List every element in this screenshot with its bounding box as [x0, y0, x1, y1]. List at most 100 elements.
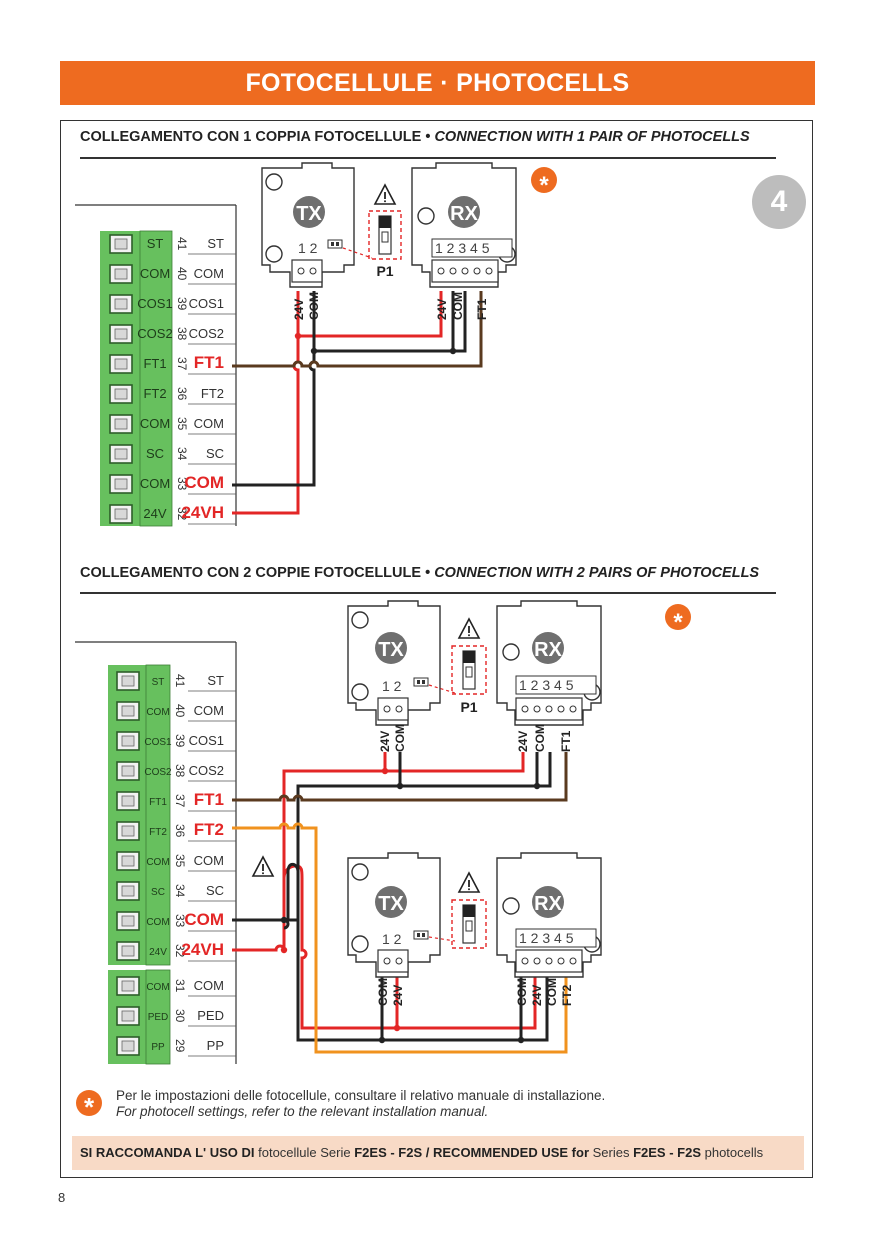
recommendation-bar: SI RACCOMANDA L' USO DI fotocellule Seri… — [72, 1136, 804, 1170]
terminal-number: 33 — [175, 477, 189, 491]
step-badge: 4 — [752, 175, 806, 229]
page-title-banner: FOTOCELLULE · PHOTOCELLS — [60, 61, 815, 105]
star-badge-1: * — [531, 167, 557, 199]
terminal-right-label: COS1 — [189, 296, 224, 311]
s2a-rx-com-label: COM — [533, 724, 547, 752]
warning-icon — [252, 856, 274, 877]
terminal-left-label: COM — [140, 266, 170, 281]
terminal-left-label: PP — [151, 1042, 165, 1053]
terminal-left-label: COS1 — [144, 737, 172, 748]
terminal-number: 35 — [175, 417, 189, 431]
terminal-left-label: SC — [146, 446, 164, 461]
terminal-right-label: FT1 — [194, 790, 224, 809]
terminal-right-label: PED — [197, 1008, 224, 1023]
terminal-number: 40 — [173, 704, 187, 718]
terminal-number: 41 — [173, 674, 187, 688]
s2b-tx-24v-label: 24V — [391, 985, 405, 1006]
reco-part-6: F2ES - F2S — [633, 1145, 701, 1160]
star-2: * — [673, 609, 683, 636]
section2-title-it: COLLEGAMENTO CON 2 COPPIE FOTOCELLULE • — [80, 565, 431, 581]
terminal-number: 40 — [175, 267, 189, 281]
rx2a-pins: 1 2 3 4 5 — [519, 677, 574, 693]
star-badge-2: * — [665, 604, 691, 636]
jumper-p1-a: P1 — [342, 184, 402, 279]
rx1-label: RX — [450, 203, 478, 225]
rx2b-label: RX — [534, 893, 562, 915]
s2b-tx-com-label: COM — [376, 978, 390, 1006]
reco-part-1: SI RACCOMANDA L' USO DI — [80, 1145, 255, 1160]
s2b-rx-com-label: COM — [515, 978, 529, 1006]
s1-rx-com-label: COM — [451, 292, 465, 320]
terminal-left-label: SC — [151, 887, 165, 898]
terminal-row-30: PED 30 PED — [116, 1006, 236, 1027]
terminal-number: 33 — [173, 914, 187, 928]
tx2b-device: TX 1 2 — [347, 852, 441, 978]
terminal-number: 38 — [175, 327, 189, 341]
terminal-right-label: 24VH — [181, 940, 224, 959]
terminal-right-label: COM — [184, 910, 224, 929]
s2b-rx-com2-label: COM — [545, 978, 559, 1006]
terminal-number: 34 — [175, 447, 189, 461]
star-1: * — [539, 172, 549, 199]
tx1-pins: 1 2 — [298, 240, 318, 256]
terminal-left-label: FT2 — [149, 827, 167, 838]
reco-part-7: photocells — [701, 1145, 764, 1160]
tx2a-pins: 1 2 — [382, 678, 402, 694]
rx2b-device: RX 1 2 3 4 5 — [496, 852, 602, 978]
rx2a-label: RX — [534, 639, 562, 661]
terminal-right-label: ST — [207, 236, 224, 251]
terminal-right-label: COS1 — [189, 733, 224, 748]
section2-junctions — [280, 767, 541, 1044]
terminal-number: 30 — [173, 1009, 187, 1023]
terminal-number: 41 — [175, 237, 189, 251]
s2a-tx-com-label: COM — [393, 724, 407, 752]
s2a-tx-24v-label: 24V — [378, 731, 392, 752]
page-title: FOTOCELLULE · PHOTOCELLS — [245, 69, 630, 97]
note-text-en: For photocell settings, refer to the rel… — [116, 1104, 489, 1119]
reco-part-2: fotocellule Serie — [254, 1145, 355, 1160]
terminal-number: 36 — [175, 387, 189, 401]
reco-part-5: Series — [589, 1145, 634, 1160]
section1-rule — [80, 157, 776, 159]
terminal-left-label: 24V — [143, 506, 166, 521]
terminal-right-label: COM — [194, 703, 224, 718]
terminal-right-label: FT1 — [194, 353, 224, 372]
terminal-number: 37 — [173, 794, 187, 808]
tx2b-label: TX — [378, 893, 404, 915]
terminal-left-label: FT2 — [143, 386, 166, 401]
tx2a-label: TX — [378, 639, 404, 661]
note-text-it: Per le impostazioni delle fotocellule, c… — [116, 1088, 606, 1103]
terminal-left-label: COM — [146, 982, 169, 993]
terminal-right-label: ST — [207, 673, 224, 688]
s1-rx-24v-label: 24V — [435, 299, 449, 320]
section1-title-it: COLLEGAMENTO CON 1 COPPIA FOTOCELLULE • — [80, 129, 431, 145]
terminal-left-label: COM — [140, 416, 170, 431]
terminal-row-41: ST 41 ST — [109, 234, 236, 255]
rx1-device: RX 1 2 3 4 5 — [411, 162, 517, 288]
terminal-left-label: ST — [147, 236, 164, 251]
s2b-rx-ft2-label: FT2 — [560, 984, 574, 1006]
jumper-p1-label: P1 — [376, 263, 393, 279]
s1-tx-com-label: COM — [307, 292, 321, 320]
tx2b-pins: 1 2 — [382, 931, 402, 947]
terminal-number: 35 — [173, 854, 187, 868]
jumper-p1-b-label: P1 — [460, 699, 477, 715]
terminal-left-label: PED — [148, 1012, 169, 1023]
content-frame — [60, 120, 813, 1178]
reco-part-3: F2ES - F2S — [354, 1145, 423, 1160]
terminal-right-label: COM — [194, 978, 224, 993]
